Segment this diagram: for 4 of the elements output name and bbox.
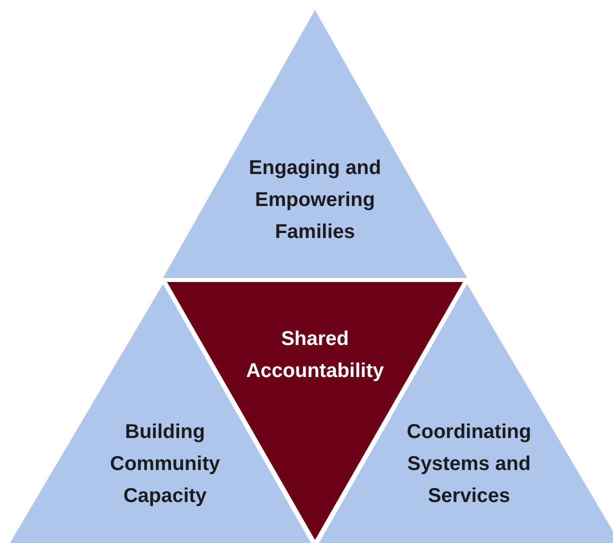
segment-label: Coordinating Systems and Services	[406, 420, 532, 509]
segment-label: Shared Accountability	[245, 327, 385, 384]
segment-label: Engaging and Empowering Families	[248, 156, 382, 245]
segment-label: Building Community Capacity	[109, 420, 221, 509]
